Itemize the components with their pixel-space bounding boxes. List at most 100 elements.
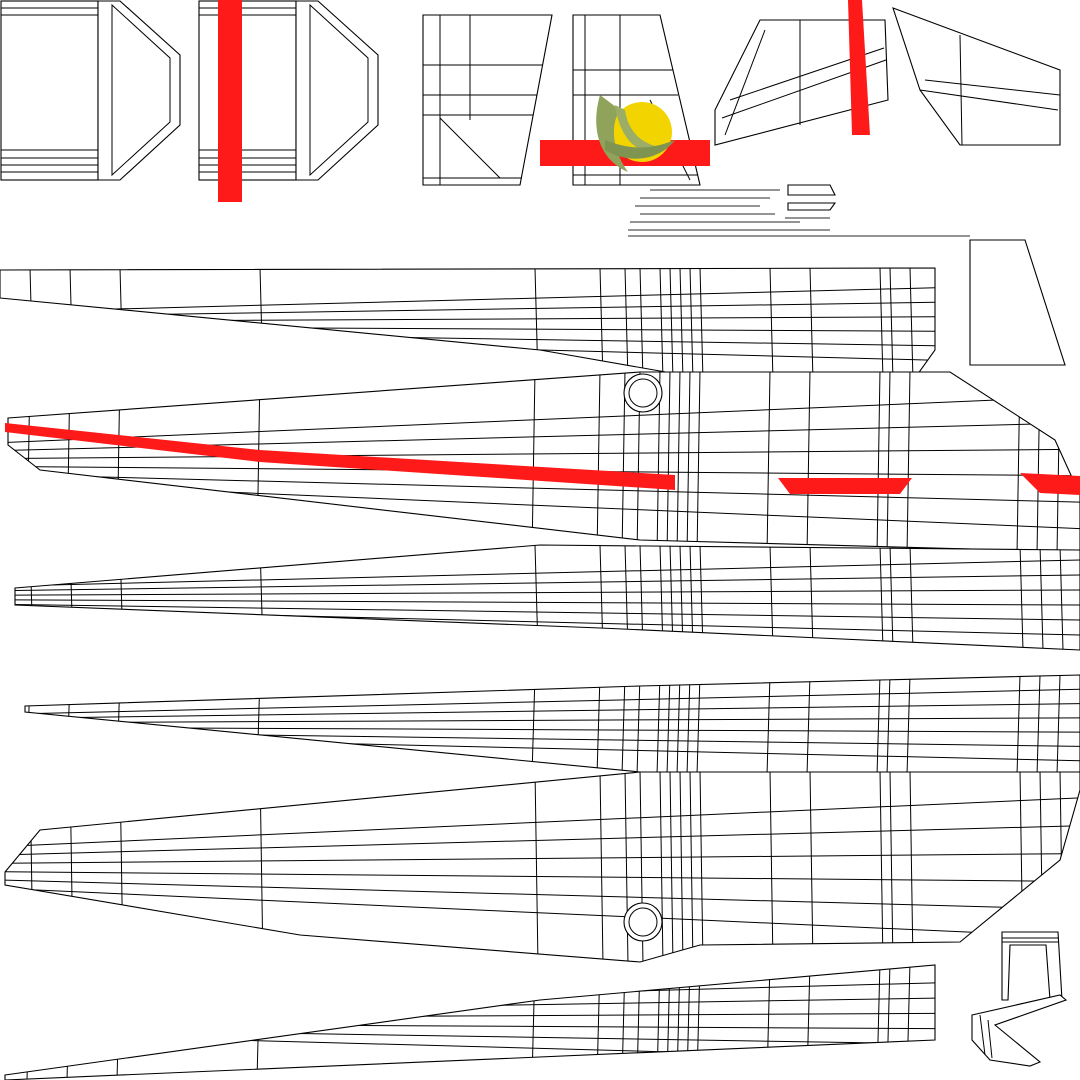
edge-loop-line bbox=[666, 675, 671, 772]
edge-loop-line bbox=[596, 372, 601, 552]
edge-loop-line bbox=[879, 545, 884, 650]
uv-part-tail-fin-1 bbox=[422, 14, 553, 186]
red-stripe bbox=[1020, 473, 1080, 495]
edge-loop-line bbox=[876, 372, 881, 552]
edge-loop-line bbox=[679, 772, 684, 962]
edge-loop-line bbox=[879, 772, 884, 962]
edge-loop-line bbox=[876, 675, 881, 772]
edge-loop-line bbox=[669, 268, 674, 378]
edge-loop-line bbox=[621, 372, 626, 552]
edge-loop-line bbox=[596, 675, 601, 772]
edge-loop-line bbox=[769, 268, 774, 378]
edge-loop-line bbox=[66, 675, 71, 772]
strip-outline bbox=[7, 371, 1080, 553]
edge-line bbox=[5, 879, 1080, 910]
uv-part-stabilizer-2 bbox=[892, 7, 1061, 146]
red-stripe bbox=[5, 423, 675, 490]
uv-part-fuselage-strip-1 bbox=[0, 267, 936, 379]
edge-loop-line bbox=[886, 675, 891, 772]
uv-part-fuselage-strip-6 bbox=[4, 964, 936, 1080]
edge-loop-line bbox=[906, 675, 911, 772]
edge-loop-line bbox=[699, 772, 704, 962]
edge-loop-line bbox=[599, 772, 604, 962]
edge-loop-line bbox=[686, 675, 691, 772]
edge-loop-line bbox=[534, 772, 539, 962]
edge-loop-line bbox=[1059, 545, 1064, 650]
edge-loop-line bbox=[889, 772, 894, 962]
edge-loop-line bbox=[769, 772, 774, 962]
edge-loop-line bbox=[1039, 545, 1044, 650]
logo-icon bbox=[596, 95, 675, 172]
uv-part-thin-strips bbox=[628, 184, 970, 237]
strip-outline bbox=[4, 771, 1080, 963]
edge-loop-line bbox=[906, 372, 911, 552]
edge-loop-line bbox=[636, 675, 641, 772]
uv-part-side-panel-1 bbox=[0, 0, 181, 181]
uv-part-fuselage-strip-3 bbox=[14, 544, 1080, 651]
edge-loop-line bbox=[766, 372, 771, 552]
edge-loop-line bbox=[1016, 675, 1021, 772]
edge-loop-line bbox=[676, 372, 681, 552]
edge-loop-line bbox=[679, 268, 684, 378]
edge-loop-line bbox=[624, 268, 629, 378]
uv-part-small-bracket-1 bbox=[1001, 931, 1063, 1001]
window-circle-bottom bbox=[623, 902, 663, 942]
edge-loop-line bbox=[806, 675, 811, 772]
edge-loop-line bbox=[659, 772, 664, 962]
edge-line bbox=[25, 717, 1080, 724]
edge-loop-line bbox=[689, 772, 694, 962]
edge-loop-line bbox=[66, 965, 71, 1080]
edge-loop-line bbox=[696, 675, 701, 772]
red-stripe bbox=[848, 0, 870, 135]
strip-outline bbox=[4, 964, 936, 1080]
edge-line bbox=[5, 825, 1080, 856]
edge-loop-line bbox=[26, 965, 31, 1080]
edge-line bbox=[5, 853, 1080, 864]
edge-loop-line bbox=[909, 545, 914, 650]
uv-part-fuselage-strip-4 bbox=[24, 674, 1080, 773]
edge-line bbox=[25, 688, 1080, 715]
edge-line bbox=[8, 395, 1080, 444]
uv-part-fuselage-strip-5 bbox=[4, 771, 1080, 963]
edge-line bbox=[0, 299, 935, 318]
edge-line bbox=[5, 797, 1080, 848]
edge-loop-line bbox=[621, 675, 626, 772]
uv-part-side-panel-2 bbox=[198, 0, 379, 202]
edge-line bbox=[0, 283, 935, 313]
edge-line bbox=[15, 559, 1080, 587]
window-circle-top bbox=[623, 373, 663, 413]
edge-loop-line bbox=[696, 372, 701, 552]
edge-line bbox=[8, 448, 1080, 460]
edge-loop-line bbox=[809, 772, 814, 962]
edge-loop-line bbox=[809, 268, 814, 378]
red-stripe bbox=[778, 478, 912, 494]
edge-line bbox=[5, 887, 1080, 938]
edge-loop-line bbox=[659, 268, 664, 378]
edge-line bbox=[15, 589, 1080, 596]
strip-outline bbox=[0, 267, 936, 379]
edge-loop-line bbox=[806, 372, 811, 552]
edge-loop-line bbox=[879, 268, 884, 378]
edge-loop-line bbox=[889, 545, 894, 650]
edge-line bbox=[5, 871, 1080, 882]
uv-part-stabilizer-1 bbox=[714, 0, 889, 146]
edge-loop-line bbox=[909, 772, 914, 962]
edge-loop-line bbox=[656, 675, 661, 772]
edge-loop-line bbox=[1036, 675, 1041, 772]
edge-loop-line bbox=[639, 268, 644, 378]
edge-loop-line bbox=[669, 772, 674, 962]
edge-loop-line bbox=[809, 545, 814, 650]
edge-loop-line bbox=[689, 268, 694, 378]
edge-loop-line bbox=[26, 675, 31, 772]
edge-loop-line bbox=[909, 268, 914, 378]
edge-loop-line bbox=[531, 372, 536, 552]
edge-line bbox=[15, 603, 1080, 621]
edge-loop-line bbox=[686, 372, 691, 552]
edge-line bbox=[15, 574, 1080, 592]
uv-part-small-bracket-2 bbox=[971, 994, 1068, 1067]
edge-loop-line bbox=[886, 372, 891, 552]
edge-loop-line bbox=[666, 372, 671, 552]
strip-outline bbox=[14, 544, 1080, 651]
red-stripe bbox=[218, 0, 242, 202]
edge-loop-line bbox=[766, 675, 771, 772]
